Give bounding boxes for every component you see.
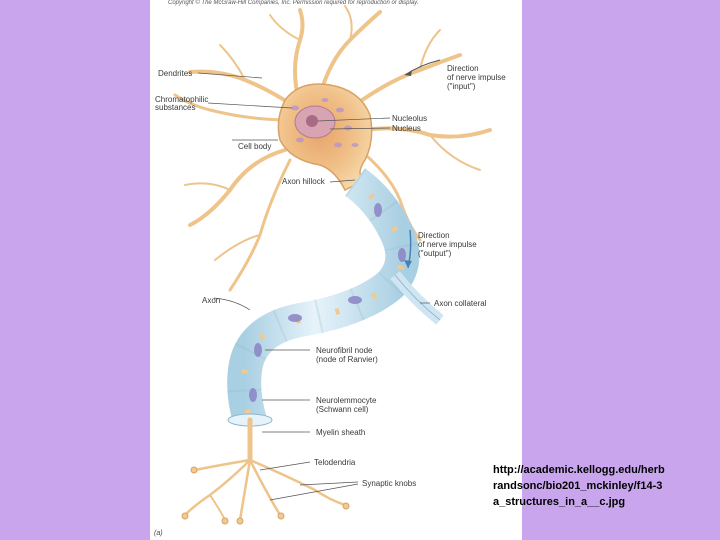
leader-lines [197,72,430,501]
synaptic-knobs-drawing [181,466,350,525]
label-myelin-sheath: Myelin sheath [316,428,366,437]
label-direction-output-1: Direction [418,231,450,240]
label-direction-output-3: ("output") [418,249,452,258]
label-direction-input-2: of nerve impulse [447,73,506,82]
copyright-notice: Copyright © The McGraw-Hill Companies, I… [168,0,419,6]
label-chromatophilic: Chromatophilic [155,95,209,104]
label-nucleolus: Nucleolus [392,114,428,123]
label-telodendria: Telodendria [314,458,356,467]
label-synaptic-knobs: Synaptic knobs [362,479,417,488]
label-neurolemmocyte: Neurolemmocyte [316,396,377,405]
label-schwann-cell: (Schwann cell) [316,405,369,414]
label-node-of-ranvier: (node of Ranvier) [316,355,378,364]
label-direction-input-3: ("input") [447,82,476,91]
label-neurofibril-node: Neurofibril node [316,346,373,355]
label-nucleus: Nucleus [392,124,421,133]
label-substances: substances [155,103,196,112]
label-cell-body: Cell body [238,142,272,151]
telodendria-drawing [183,417,347,522]
label-direction-output-2: of nerve impulse [418,240,477,249]
label-direction-input-1: Direction [447,64,479,73]
neuron-figure: Copyright © The McGraw-Hill Companies, I… [150,0,522,540]
axon-drawing [227,168,444,427]
panel-letter: (a) [154,530,163,537]
label-axon: Axon [202,296,221,305]
label-dendrites: Dendrites [158,69,193,78]
neuron-illustration [173,5,492,525]
source-url-text: http://academic.kellogg.edu/herbrandsonc… [493,464,665,508]
label-axon-collateral: Axon collateral [434,299,487,308]
cell-body-drawing [277,83,373,192]
label-axon-hillock: Axon hillock [282,177,325,186]
